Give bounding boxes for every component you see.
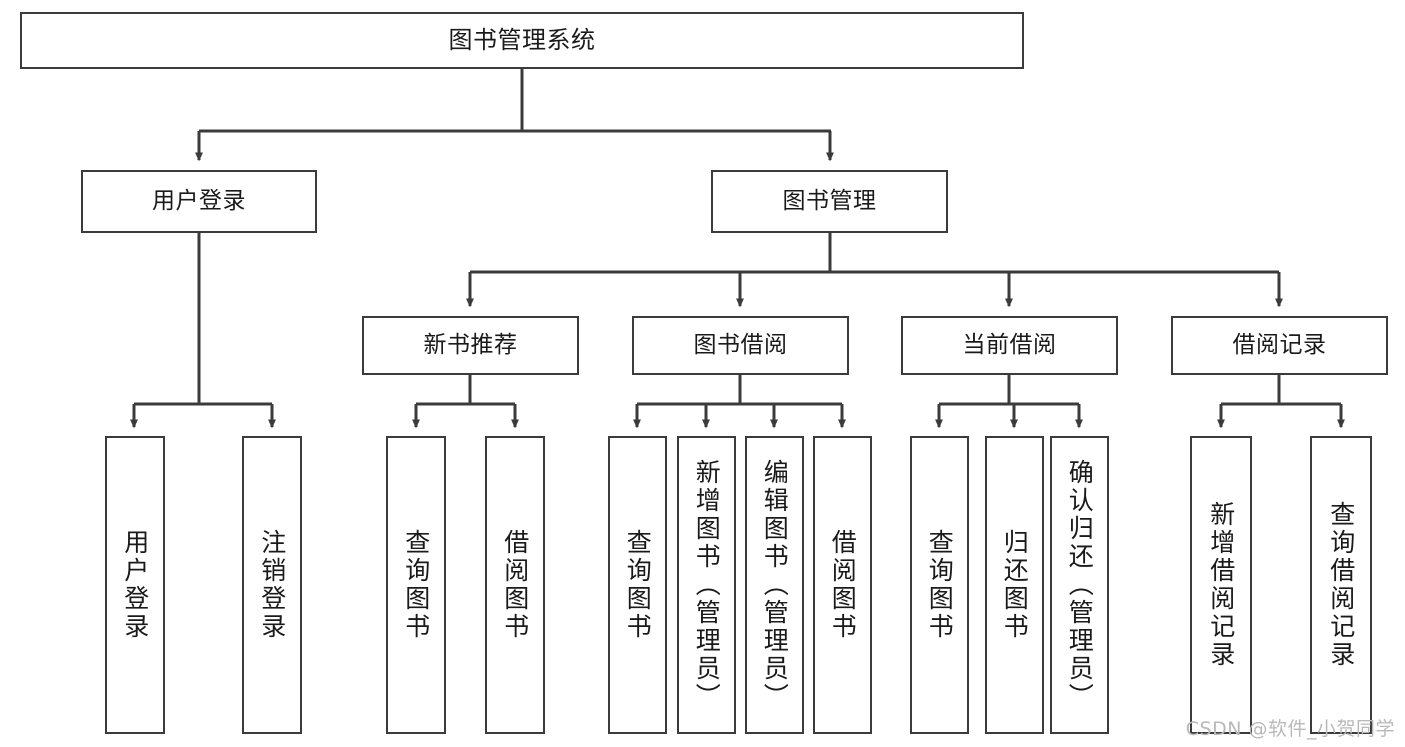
node-root[interactable]: 图书管理系统 xyxy=(20,12,1024,69)
node-leaf-add-book[interactable]: 新增图书（管理员） xyxy=(677,436,736,734)
node-leaf-user-login[interactable]: 用户登录 xyxy=(105,436,165,734)
node-book-borrow[interactable]: 图书借阅 xyxy=(632,316,849,375)
node-leaf-query-book-3[interactable]: 查询图书 xyxy=(910,436,969,734)
node-leaf-query-book-1-label: 查询图书 xyxy=(401,529,431,641)
node-new-book-recommend-label: 新书推荐 xyxy=(423,331,518,358)
node-leaf-edit-book[interactable]: 编辑图书（管理员） xyxy=(745,436,804,734)
node-leaf-borrow-book-2-label: 借阅图书 xyxy=(828,529,858,641)
node-leaf-query-book-1[interactable]: 查询图书 xyxy=(386,436,446,734)
node-leaf-return-book[interactable]: 归还图书 xyxy=(985,436,1044,734)
node-new-book-recommend[interactable]: 新书推荐 xyxy=(362,316,579,375)
node-leaf-user-logout[interactable]: 注销登录 xyxy=(242,436,302,734)
node-leaf-add-record-label: 新增借阅记录 xyxy=(1206,501,1236,669)
node-user-login[interactable]: 用户登录 xyxy=(81,170,317,233)
node-leaf-query-record[interactable]: 查询借阅记录 xyxy=(1310,436,1372,734)
node-borrow-record-label: 借阅记录 xyxy=(1232,331,1327,358)
node-leaf-add-record[interactable]: 新增借阅记录 xyxy=(1190,436,1252,734)
node-leaf-confirm-return-label: 确认归还（管理员） xyxy=(1065,459,1095,711)
node-leaf-return-book-label: 归还图书 xyxy=(1000,529,1030,641)
node-borrow-record[interactable]: 借阅记录 xyxy=(1171,316,1388,375)
node-leaf-borrow-book-1[interactable]: 借阅图书 xyxy=(485,436,545,734)
node-leaf-query-book-2-label: 查询图书 xyxy=(623,529,653,641)
node-leaf-query-book-2[interactable]: 查询图书 xyxy=(608,436,667,734)
node-leaf-query-record-label: 查询借阅记录 xyxy=(1326,501,1356,669)
node-book-borrow-label: 图书借阅 xyxy=(693,331,788,358)
node-leaf-borrow-book-1-label: 借阅图书 xyxy=(500,529,530,641)
node-user-login-label: 用户登录 xyxy=(152,187,246,214)
csdn-watermark: CSDN @软件_小贺同学 xyxy=(1185,718,1395,740)
node-leaf-confirm-return[interactable]: 确认归还（管理员） xyxy=(1050,436,1109,734)
node-leaf-user-login-label: 用户登录 xyxy=(120,529,150,641)
node-leaf-edit-book-label: 编辑图书（管理员） xyxy=(760,459,790,711)
node-book-manage[interactable]: 图书管理 xyxy=(711,170,948,233)
node-current-borrow[interactable]: 当前借阅 xyxy=(901,316,1118,375)
node-leaf-borrow-book-2[interactable]: 借阅图书 xyxy=(813,436,872,734)
node-book-manage-label: 图书管理 xyxy=(782,187,877,214)
node-root-label: 图书管理系统 xyxy=(448,26,596,55)
node-leaf-user-logout-label: 注销登录 xyxy=(257,529,287,641)
node-leaf-add-book-label: 新增图书（管理员） xyxy=(692,459,722,711)
node-leaf-query-book-3-label: 查询图书 xyxy=(925,529,955,641)
node-current-borrow-label: 当前借阅 xyxy=(962,331,1057,358)
